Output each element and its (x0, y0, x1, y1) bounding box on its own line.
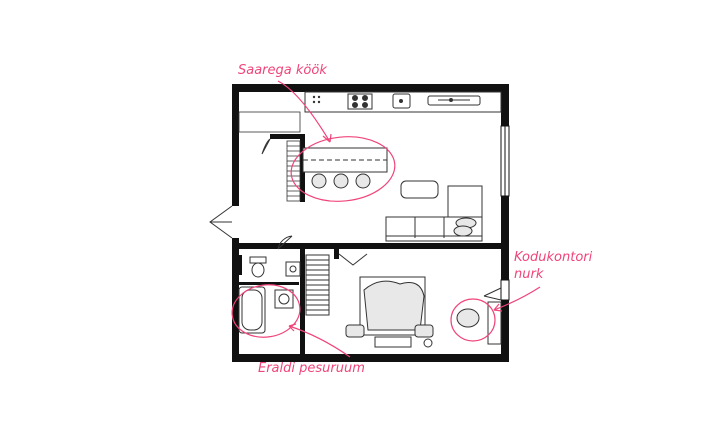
laundry-circle (231, 284, 301, 338)
office-arrow (493, 286, 541, 312)
wall-right-lower (501, 300, 509, 362)
stool (311, 173, 327, 189)
desk-chair (456, 308, 480, 328)
duvet (363, 280, 425, 331)
fridge-dots (312, 95, 321, 104)
windows (500, 125, 510, 301)
wall-bath-stub (232, 255, 242, 275)
kitchen-counter (304, 91, 502, 113)
nightstand (345, 324, 365, 338)
entrance-closet (238, 111, 301, 202)
doors (209, 138, 502, 301)
annotation-home-office-line2: nurk (514, 267, 544, 282)
toilet-tank (249, 256, 267, 264)
office-circle (450, 298, 496, 342)
annotation-marks (231, 80, 541, 358)
cooktop (347, 93, 373, 110)
bedroom (345, 276, 502, 348)
bench (374, 336, 412, 348)
wall-top (232, 84, 509, 92)
wall-right-upper (501, 84, 509, 126)
island-arrow (277, 80, 332, 143)
living-furniture (385, 180, 483, 242)
shelf-unit (238, 111, 301, 133)
outer-walls (232, 84, 509, 362)
wall-bedroom-left (334, 249, 339, 259)
annotation-separate-laundry: Eraldi pesuruum (258, 361, 365, 376)
annotation-home-office-line1: Kodukontori (514, 250, 593, 265)
wall-shelf (427, 95, 481, 106)
wall-bath-vertical (300, 249, 305, 354)
wall-left-lower (232, 238, 239, 362)
stool (355, 173, 371, 189)
laundry-arrow (288, 323, 351, 358)
lamp (423, 338, 433, 348)
armchair (447, 185, 483, 219)
entrance-door (209, 205, 233, 239)
window-bedroom (500, 279, 510, 301)
bathroom (238, 254, 330, 334)
nightstand (414, 324, 434, 338)
wall-closet-top (270, 134, 305, 139)
sink (392, 93, 411, 109)
kitchen-island (302, 147, 388, 189)
coffee-table (400, 180, 439, 199)
wall-right-mid (501, 196, 509, 280)
island-circle (290, 136, 396, 202)
wall-bottom (232, 354, 509, 362)
wall-left-upper (232, 84, 239, 206)
wall-laundry-div (239, 282, 299, 285)
wall-hall-divider (239, 243, 502, 249)
annotation-kitchen-island: Saarega köök (238, 63, 327, 78)
stool (333, 173, 349, 189)
toilet-bowl (251, 262, 265, 278)
